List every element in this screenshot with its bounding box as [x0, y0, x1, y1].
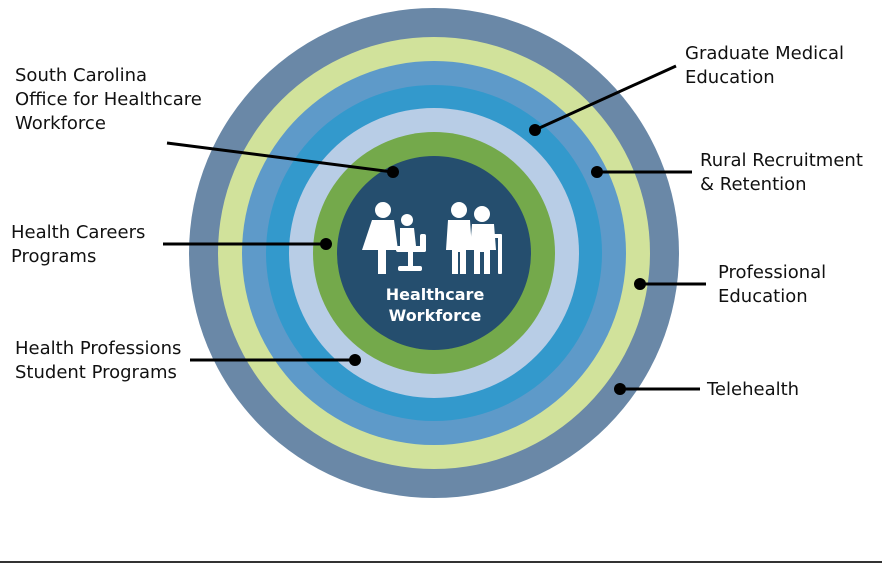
- label-student-programs: Health Professions Student Programs: [15, 338, 182, 383]
- connectors: [163, 64, 706, 391]
- label-professional: Professional Education: [718, 262, 827, 307]
- label-telehealth: Telehealth: [707, 379, 800, 400]
- bottom-divider: [0, 561, 882, 563]
- connector-gme: [534, 64, 677, 132]
- connector-dots: [320, 124, 646, 395]
- connector-sc-office: [166, 141, 394, 174]
- center-label-line2: Workforce: [388, 306, 482, 325]
- doctor-with-child-icon: [362, 202, 426, 274]
- label-health-careers: Health Careers Programs: [11, 222, 146, 267]
- label-rural: Rural Recruitment & Retention: [700, 150, 863, 195]
- label-sc-office: South Carolina Office for Healthcare Wor…: [15, 65, 202, 134]
- label-gme: Graduate Medical Education: [685, 43, 845, 88]
- elderly-couple-icon: [446, 202, 502, 274]
- center-label: Healthcare Workforce: [340, 284, 530, 326]
- center-label-line1: Healthcare: [385, 285, 485, 304]
